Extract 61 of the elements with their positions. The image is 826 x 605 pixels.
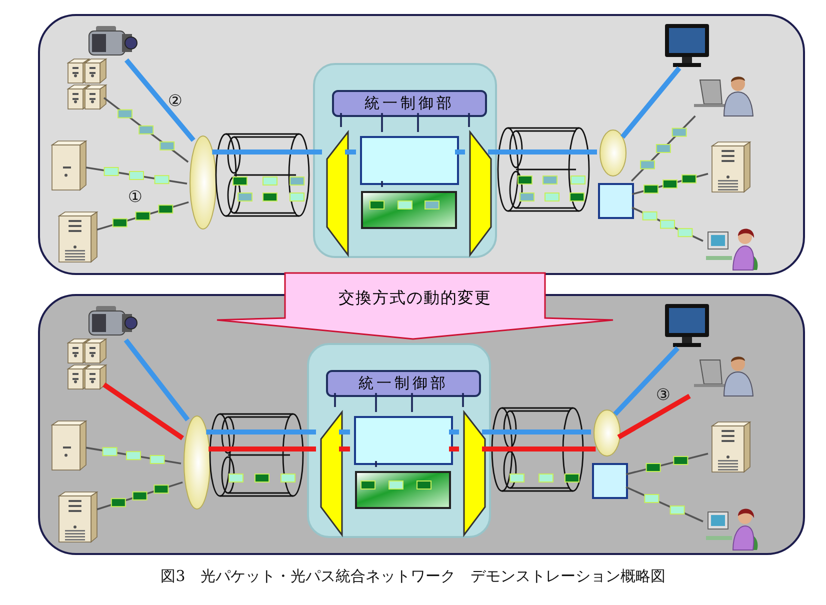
connector-line xyxy=(449,446,459,452)
connector-line xyxy=(124,338,190,422)
connector-line xyxy=(455,150,465,154)
connector-line xyxy=(417,113,419,132)
switch-trapezoid xyxy=(469,131,492,256)
lens-ellipse xyxy=(593,409,621,457)
connector-line xyxy=(124,58,196,142)
control-unit-box: 統一制御部 xyxy=(332,90,487,117)
connector-line xyxy=(340,113,342,127)
switch-trapezoid xyxy=(463,411,486,536)
connector-line xyxy=(345,150,356,154)
switch-box xyxy=(592,463,628,499)
connector-line xyxy=(334,393,336,407)
callout-number: ② xyxy=(168,93,182,109)
connector-line xyxy=(375,393,377,412)
node-box xyxy=(307,343,491,538)
connector-line xyxy=(613,346,680,416)
node-box xyxy=(313,63,497,258)
connector-line xyxy=(626,452,708,476)
server-rack-icon xyxy=(66,57,106,112)
switch-box xyxy=(354,416,453,465)
connector-line xyxy=(339,446,350,452)
connector-line xyxy=(102,382,184,440)
lens-ellipse xyxy=(599,129,627,177)
connector-line xyxy=(206,430,316,434)
connector-line xyxy=(617,394,691,440)
lens-ellipse xyxy=(183,415,211,510)
network-panel xyxy=(38,14,805,275)
connector-line xyxy=(411,393,413,412)
switch-trapezoid xyxy=(320,411,343,536)
connector-line xyxy=(375,461,377,467)
server-rack-icon xyxy=(66,337,106,392)
control-unit-box: 統一制御部 xyxy=(326,370,481,397)
connector-line xyxy=(626,486,704,522)
connector-line xyxy=(632,172,708,196)
connector-line xyxy=(86,446,182,464)
connector-line xyxy=(620,66,682,139)
switch-trapezoid xyxy=(326,131,349,256)
connector-line xyxy=(468,113,470,127)
switch-box xyxy=(598,183,634,219)
connector-line xyxy=(449,430,459,434)
connector-line xyxy=(381,113,383,132)
figure-caption: 図3 光パケット・光パス統合ネットワーク デモンストレーション概略図 xyxy=(160,568,666,584)
connector-line xyxy=(339,430,350,434)
connector-line xyxy=(208,446,316,452)
connector-line xyxy=(630,115,696,182)
lens-ellipse xyxy=(189,135,217,230)
connector-line xyxy=(103,97,189,163)
banner-arrow: 交換方式の動的変更 xyxy=(215,272,615,340)
connector-line xyxy=(482,430,591,434)
connector-line xyxy=(96,481,183,510)
monitor-icon xyxy=(662,22,712,70)
callout-number: ③ xyxy=(656,387,670,403)
connector-line xyxy=(632,206,704,242)
connector-line xyxy=(381,181,383,187)
callout-number: ① xyxy=(128,189,142,205)
connector-line xyxy=(86,166,188,184)
connector-line xyxy=(462,393,464,407)
switch-box xyxy=(360,136,459,185)
monitor-icon xyxy=(662,302,712,350)
connector-line xyxy=(482,446,596,452)
